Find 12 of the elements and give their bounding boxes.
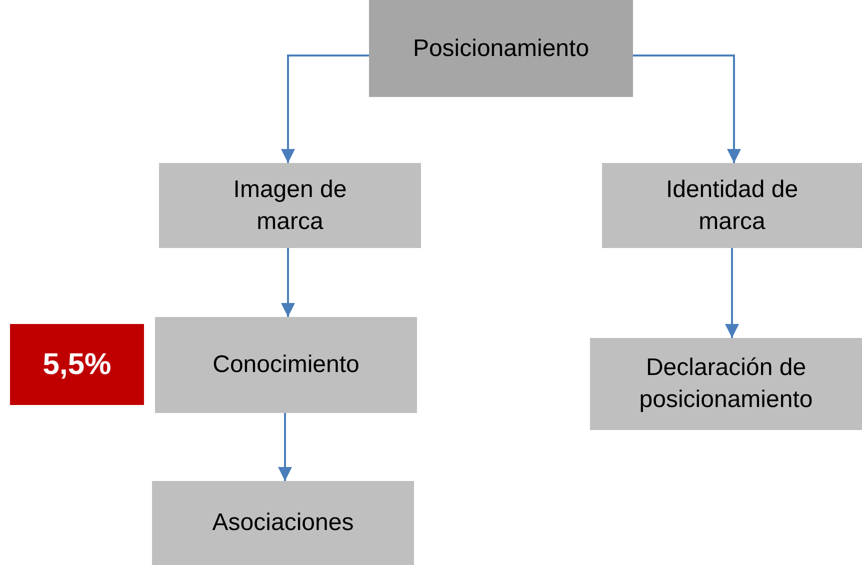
arrow (725, 248, 739, 338)
process-box: Declaración de posicionamiento (590, 338, 862, 430)
process-box: Imagen de marca (159, 163, 421, 248)
process-box: Identidad de marca (602, 163, 862, 248)
percentage-badge: 5,5% (10, 324, 144, 405)
process-box: Conocimiento (155, 317, 417, 413)
arrow (633, 54, 741, 163)
arrow (281, 54, 369, 163)
title-box: Posicionamiento (369, 0, 633, 97)
arrow (281, 248, 295, 317)
process-box: Asociaciones (152, 481, 414, 565)
arrow (278, 413, 292, 481)
